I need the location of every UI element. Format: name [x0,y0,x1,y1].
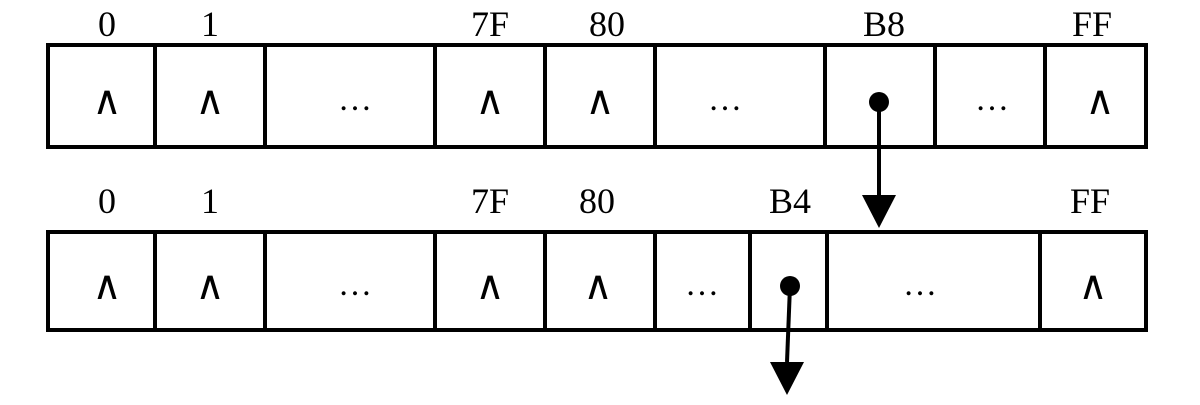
ellipsis: … [975,81,1009,118]
null-pointer-symbol: ∧ [583,263,612,308]
index-label: 80 [579,181,615,221]
array-box [46,43,1148,149]
array-box [46,230,1148,332]
null-pointer-symbol: ∧ [1085,78,1114,123]
ellipsis: … [338,81,372,118]
ellipsis: … [685,266,719,303]
array-row-2: 0 1 7F 80 B4 FF ∧ ∧ … ∧ ∧ … … ∧ [46,181,1148,395]
index-label: FF [1070,181,1110,221]
ellipsis: … [903,266,937,303]
null-pointer-symbol: ∧ [475,78,504,123]
pointer-arrowhead [770,362,804,395]
array-row-1: 0 1 7F 80 B8 FF ∧ ∧ … ∧ ∧ … … ∧ [46,4,1148,228]
null-pointer-symbol: ∧ [475,263,504,308]
index-label: 0 [98,4,116,44]
index-label: B4 [769,181,811,221]
null-pointer-symbol: ∧ [92,263,121,308]
index-label: 1 [201,181,219,221]
index-label: B8 [863,4,905,44]
null-pointer-symbol: ∧ [195,263,224,308]
index-label: FF [1072,4,1112,44]
null-pointer-symbol: ∧ [195,78,224,123]
index-label: 0 [98,181,116,221]
null-pointer-symbol: ∧ [1078,263,1107,308]
null-pointer-symbol: ∧ [92,78,121,123]
pointer-arrowhead [862,195,896,228]
pointer-arrow-line [785,285,792,363]
ellipsis: … [338,266,372,303]
index-label: 7F [471,181,509,221]
index-label: 80 [589,4,625,44]
ellipsis: … [708,81,742,118]
index-label: 7F [471,4,509,44]
null-pointer-symbol: ∧ [585,78,614,123]
index-label: 1 [201,4,219,44]
